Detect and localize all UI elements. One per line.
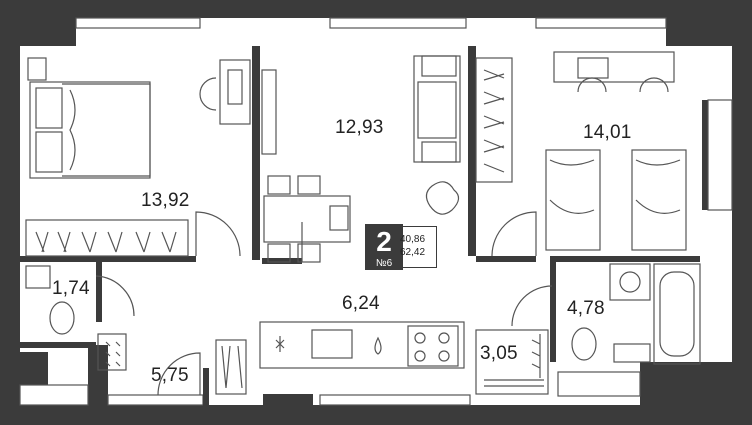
- room-area-closet: 3,05: [480, 343, 518, 364]
- kid-bed-right: [631, 149, 687, 251]
- interior: [20, 46, 702, 394]
- kids-desk: [553, 51, 675, 93]
- interior-walls: [20, 46, 700, 408]
- room-area-bath2: 4,78: [567, 298, 605, 319]
- rooms-count: 2: [376, 226, 392, 257]
- room-area-bath1: 1,74: [52, 278, 90, 299]
- nightstand: [27, 57, 47, 81]
- plant: [425, 181, 460, 215]
- living-area: 40,86: [400, 234, 426, 245]
- bath2-fixtures: [571, 263, 701, 365]
- bath1-door: [95, 275, 135, 317]
- kids-wardrobe: [475, 57, 513, 183]
- area-summary: 40,86 62,42: [397, 226, 437, 268]
- sofa: [413, 55, 461, 163]
- hall-wardrobe: [215, 339, 247, 395]
- hall-shoe-rack: [97, 333, 127, 371]
- kid-bed-left: [545, 149, 601, 251]
- room-area-kids: 14,01: [583, 122, 632, 143]
- dining-table: [263, 175, 351, 263]
- bath1-fixtures: [25, 265, 75, 335]
- windows: [19, 17, 733, 406]
- total-area: 62,42: [400, 247, 426, 258]
- rooms-count-badge: 2 №6: [365, 224, 403, 270]
- bedroom-desk: [199, 59, 251, 125]
- entrance-door: [157, 352, 201, 396]
- kids-door: [491, 211, 537, 257]
- room-area-kitchen: 6,24: [342, 293, 380, 314]
- closet-door: [511, 285, 553, 327]
- room-area-bedroom: 13,92: [141, 190, 190, 211]
- double-bed: [29, 81, 151, 179]
- bedroom-door: [195, 211, 241, 257]
- room-area-hall: 5,75: [151, 365, 189, 386]
- living-shelf: [261, 69, 277, 155]
- apartment-number: №6: [375, 258, 393, 269]
- room-area-living: 12,93: [335, 117, 384, 138]
- closet-shelves: [475, 329, 549, 395]
- kitchen-counter: [259, 321, 465, 369]
- bedroom-wardrobe: [25, 219, 189, 257]
